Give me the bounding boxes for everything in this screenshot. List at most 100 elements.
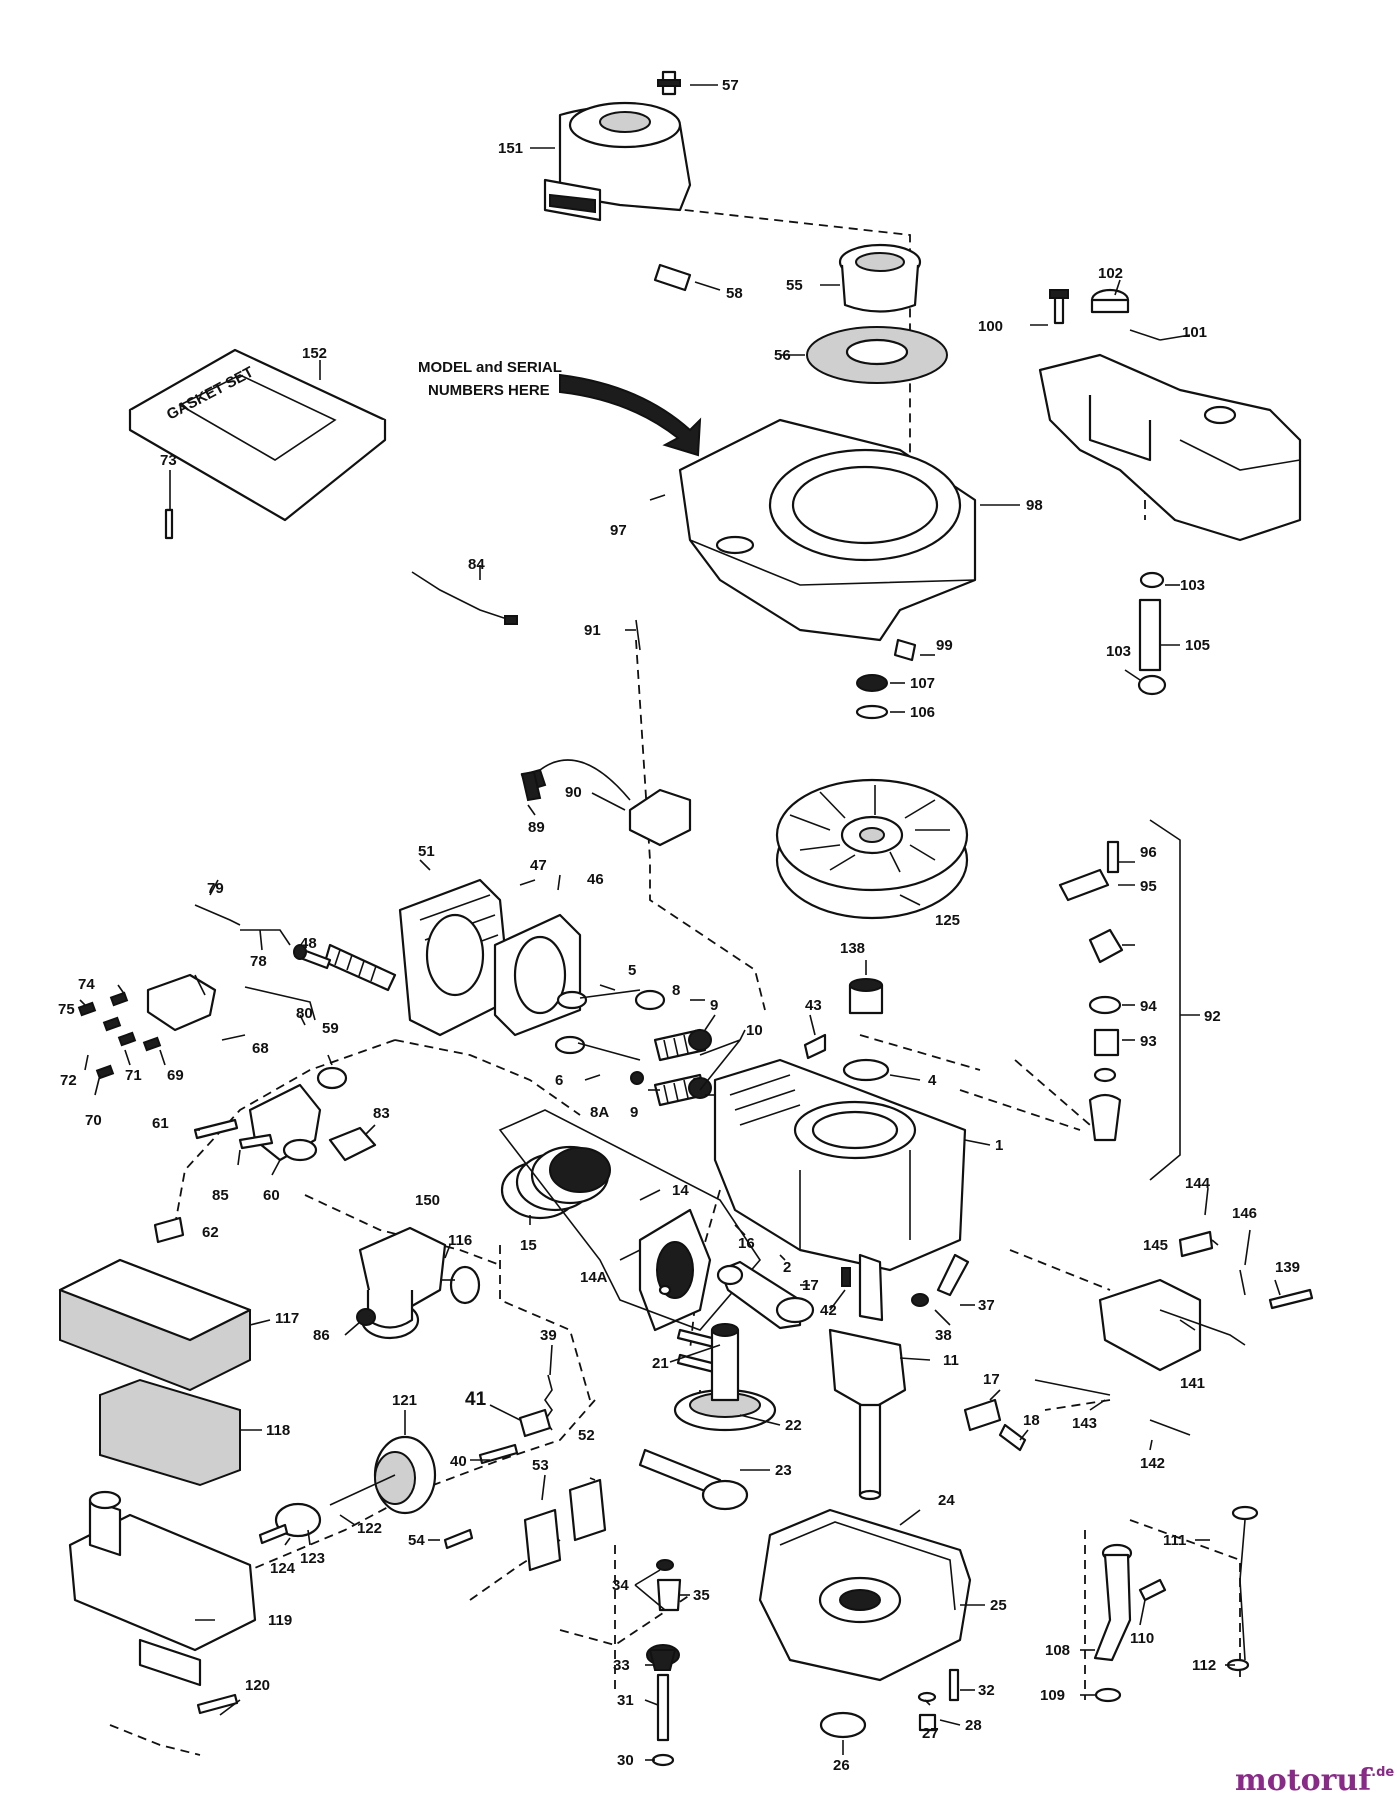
callout-98: 98 [1026, 497, 1043, 514]
callout-53: 53 [532, 1457, 549, 1474]
screw-100 [1049, 289, 1069, 325]
bracket-92 [1149, 819, 1181, 1181]
part-86 [356, 1308, 376, 1326]
callout-112: 112 [1192, 1657, 1216, 1674]
callout-40: 40 [450, 1453, 467, 1470]
callout-16: 16 [738, 1235, 755, 1252]
link-143 [1034, 1379, 1111, 1396]
cylinder-head-47 [398, 878, 512, 1037]
callout-118: 118 [266, 1422, 290, 1439]
valve-6 [554, 1035, 641, 1061]
washer-27 [917, 1691, 937, 1703]
seal-4 [842, 1058, 890, 1082]
callout-138: 138 [840, 940, 865, 957]
callout-152: 152 [302, 345, 327, 362]
watermark-logo: motoruf.de [1235, 1763, 1394, 1798]
callout-73: 73 [160, 452, 177, 469]
screw-99 [893, 638, 917, 662]
part-43 [803, 1033, 827, 1060]
bolt-122 [329, 1474, 396, 1506]
callout-59: 59 [322, 1020, 339, 1037]
flywheel-125 [775, 778, 969, 920]
spring-142 [1149, 1419, 1191, 1436]
callout-34: 34 [612, 1577, 629, 1594]
callout-68: 68 [252, 1040, 269, 1057]
crankcase-cover-25 [758, 1508, 972, 1682]
air-filter-117 [58, 1258, 252, 1392]
callout-26: 26 [833, 1757, 850, 1774]
callout-71: 71 [125, 1067, 142, 1084]
part-55 [838, 243, 922, 313]
choke-parts-92 [1058, 840, 1124, 1142]
screw-120 [196, 1693, 239, 1715]
screw-57 [657, 70, 681, 96]
governor-bracket-141 [1098, 1278, 1246, 1372]
pin-clip-2 [658, 1284, 672, 1296]
callout-125: 125 [935, 912, 960, 929]
callout-14A: 14A [580, 1269, 608, 1286]
model-serial-note-line1: MODEL and SERIAL [418, 359, 562, 376]
part-35 [656, 1578, 682, 1612]
valve-retainer-8a [630, 1071, 644, 1085]
part-89 [520, 770, 542, 802]
piston-rings-15 [500, 1145, 611, 1220]
air-cleaner-base-119 [68, 1490, 257, 1687]
dipstick-111 [1231, 1505, 1259, 1661]
callout-103: 103 [1180, 577, 1205, 594]
callout-97: 97 [610, 522, 627, 539]
valve-spring-9b [653, 1073, 712, 1107]
callout-48: 48 [300, 935, 317, 952]
callout-83: 83 [373, 1105, 390, 1122]
callout-102: 102 [1098, 265, 1123, 282]
callout-108: 108 [1045, 1642, 1070, 1659]
callout-28: 28 [965, 1717, 982, 1734]
callout-27: 27 [922, 1725, 939, 1742]
callout-33: 33 [613, 1657, 630, 1674]
muffler-121 [373, 1435, 437, 1515]
callout-116: 116 [448, 1232, 472, 1249]
screw-54 [443, 1528, 474, 1550]
callout-41: 41 [465, 1389, 487, 1410]
callout-93: 93 [1140, 1033, 1157, 1050]
blower-housing-98 [678, 418, 977, 642]
spring-79 [194, 904, 241, 926]
callout-58: 58 [726, 285, 743, 302]
callout-42: 42 [820, 1302, 837, 1319]
spring-146 [1239, 1269, 1246, 1296]
callout-120: 120 [245, 1677, 270, 1694]
valve-5 [556, 989, 641, 1010]
head-gasket-46 [493, 913, 582, 1037]
model-serial-note-line2: NUMBERS HERE [428, 382, 550, 399]
seal-26 [819, 1711, 867, 1739]
valve-spring-9 [653, 1028, 712, 1062]
callout-61: 61 [152, 1115, 169, 1132]
air-cleaner-cover-151 [543, 101, 692, 222]
callout-32: 32 [978, 1682, 995, 1699]
screw-61 [193, 1118, 239, 1140]
part-42 [841, 1267, 851, 1287]
callout-31: 31 [617, 1692, 634, 1709]
callout-94: 94 [1140, 998, 1157, 1015]
callout-30: 30 [617, 1752, 634, 1769]
part-58 [653, 263, 692, 292]
callout-22: 22 [785, 1417, 802, 1434]
callout-84: 84 [468, 556, 485, 573]
callout-10: 10 [746, 1022, 763, 1039]
callout-80: 80 [296, 1005, 313, 1022]
callout-39: 39 [540, 1327, 557, 1344]
callout-6: 6 [555, 1072, 563, 1089]
intake-60 [248, 1083, 322, 1162]
part-138 [848, 978, 884, 1015]
cylinder-block-1 [713, 1058, 967, 1272]
washer-106 [855, 704, 889, 720]
callout-69: 69 [167, 1067, 184, 1084]
cam-gear-22 [673, 1323, 777, 1432]
callout-54: 54 [408, 1532, 425, 1549]
spark-plug-51 [323, 943, 397, 992]
gasket-set-box-152: GASKET SET [128, 348, 387, 522]
callout-119: 119 [268, 1612, 292, 1629]
ignition-coil-90 [520, 759, 692, 847]
callout-146: 146 [1232, 1205, 1257, 1222]
part-37 [936, 1253, 970, 1297]
callout-90: 90 [565, 784, 582, 801]
